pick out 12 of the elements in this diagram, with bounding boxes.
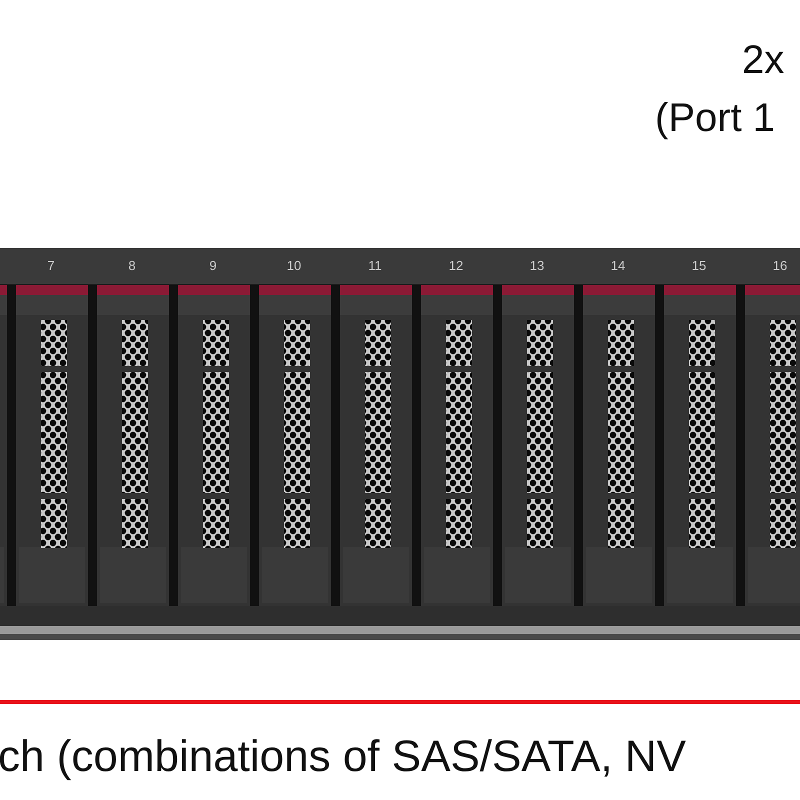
bay-number: 14 [610, 259, 626, 272]
bay-number: 16 [772, 259, 788, 272]
bay-number: 13 [528, 259, 546, 272]
bay-number: 8 [127, 259, 137, 272]
bay-number: 12 [448, 259, 464, 272]
heading-text: (Port 1 [655, 98, 776, 138]
bay-number: 7 [46, 259, 56, 272]
bay-number: 10 [286, 259, 302, 272]
bay-number: 15 [690, 259, 708, 272]
bay-number: 9 [208, 259, 218, 272]
bay-number: 11 [367, 259, 383, 272]
heading-text: 2x [742, 40, 784, 80]
